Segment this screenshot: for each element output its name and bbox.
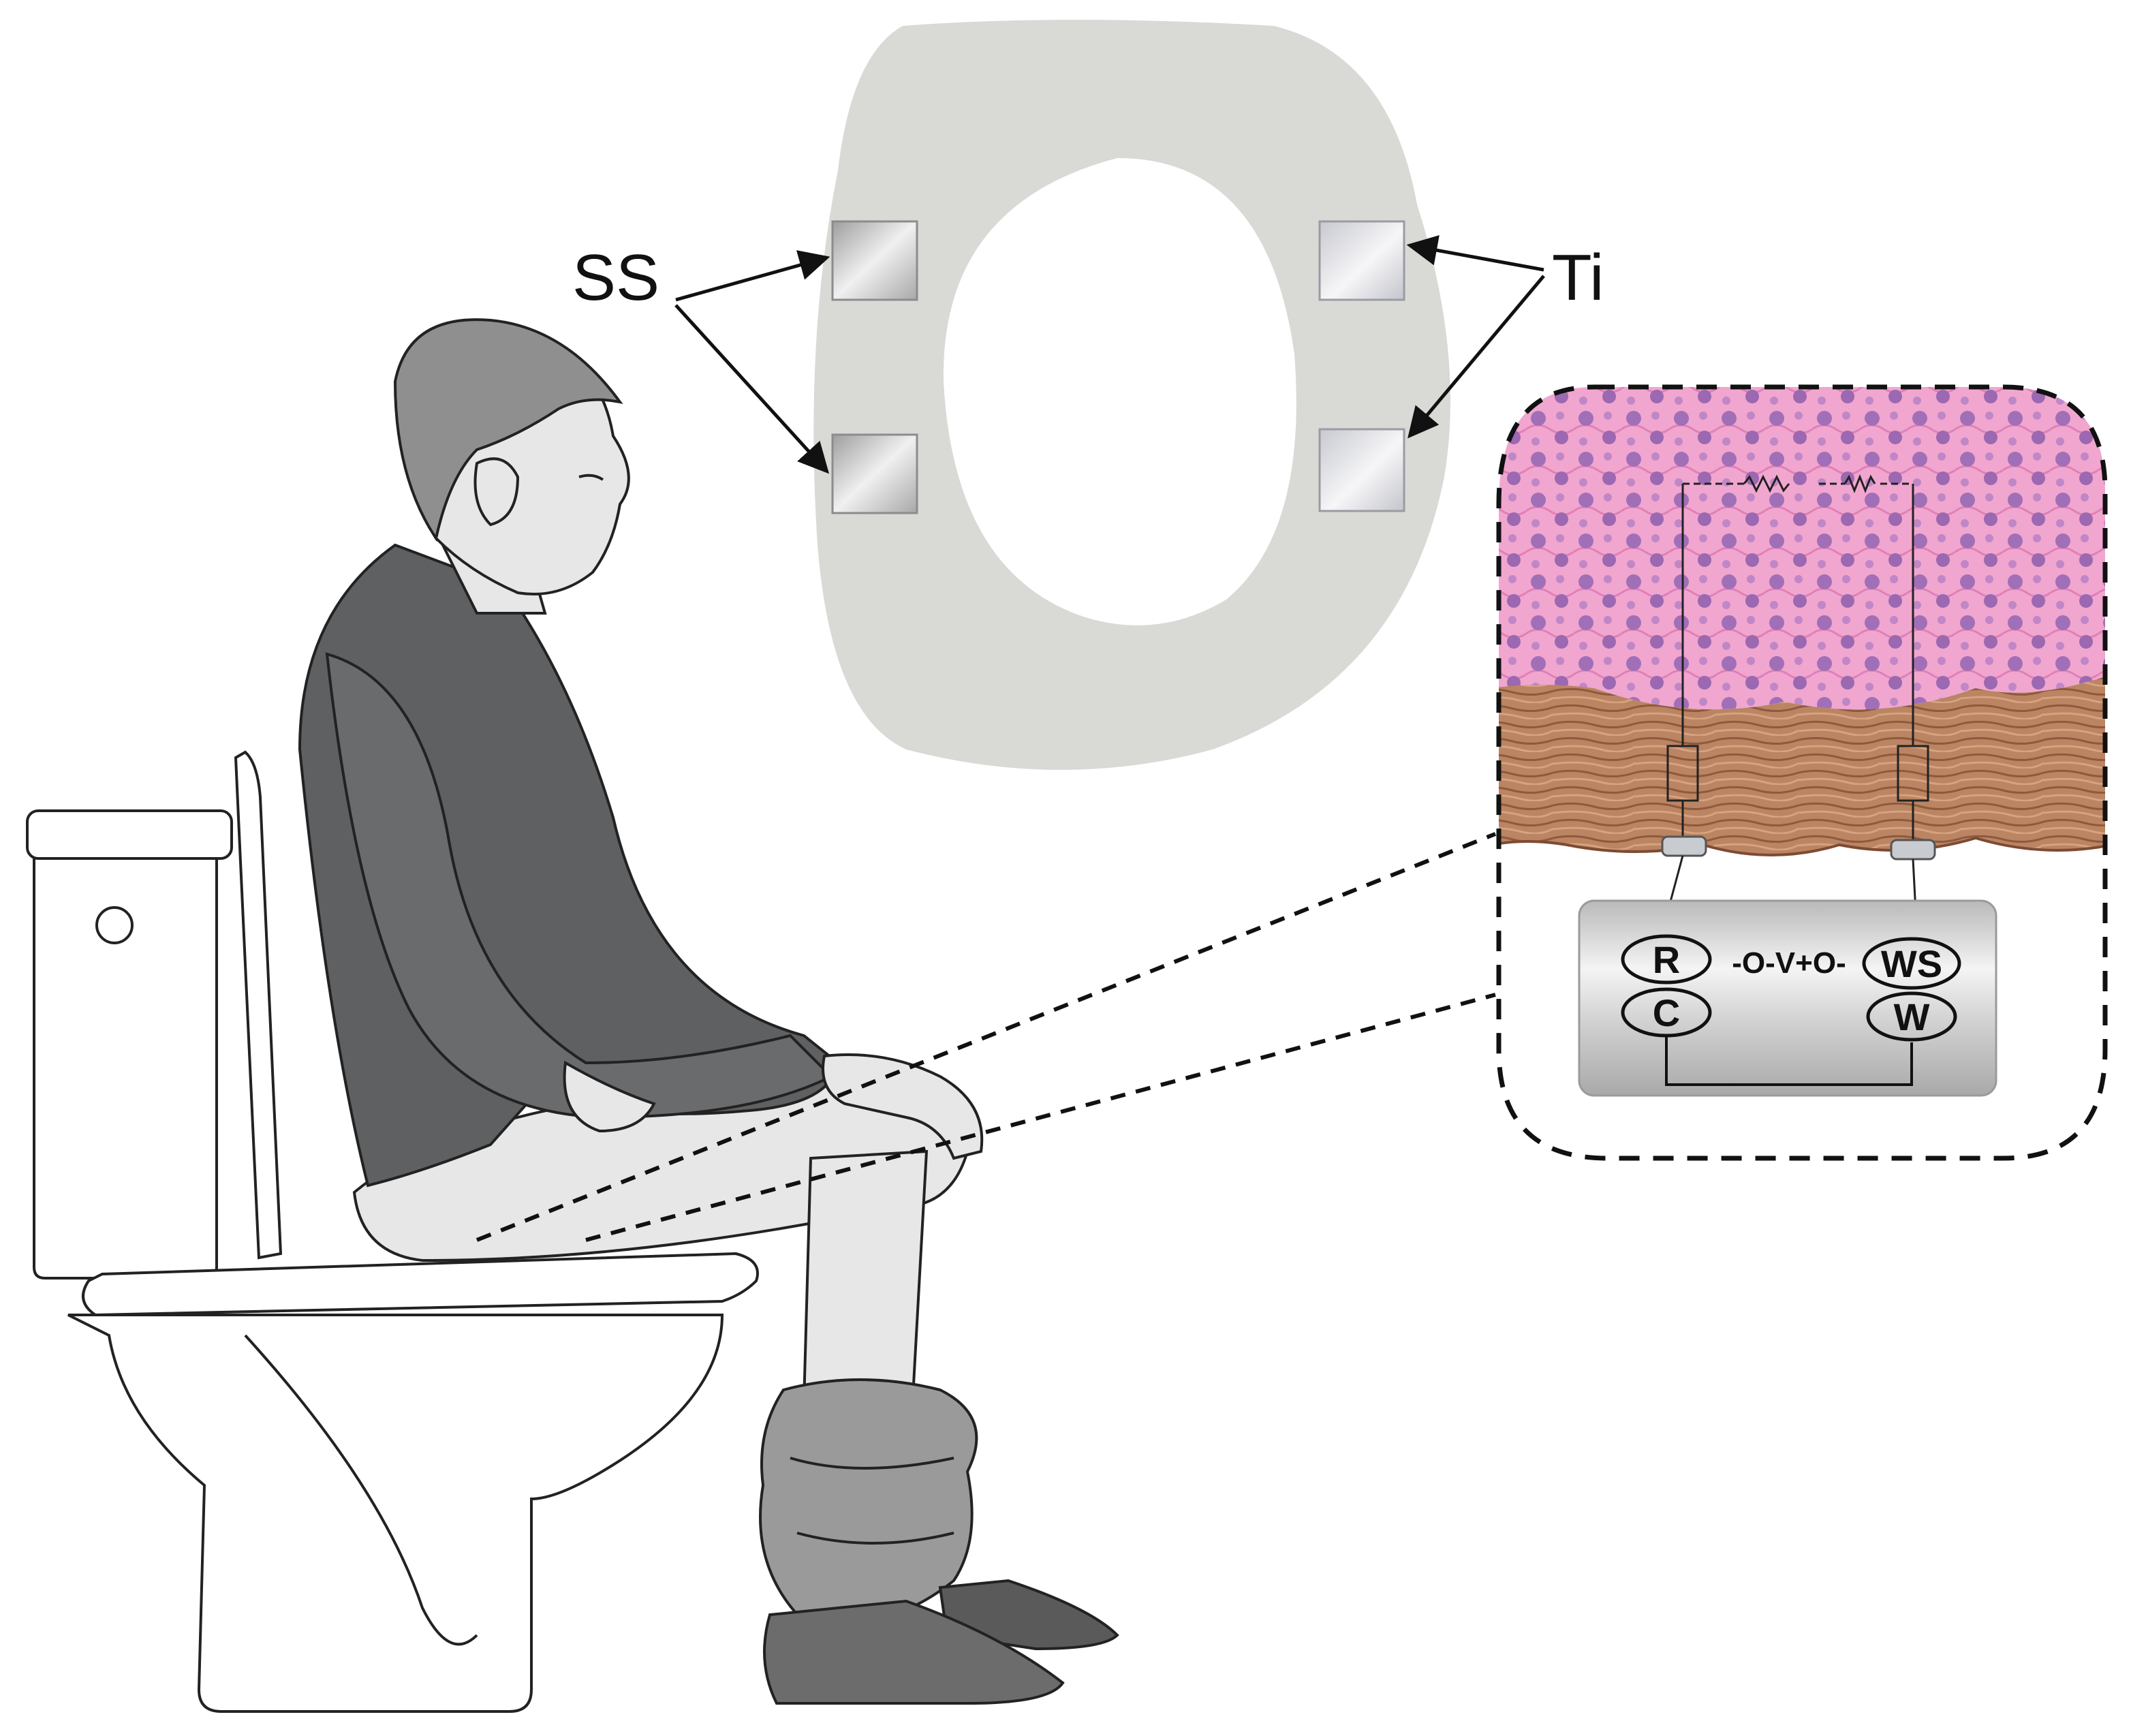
electrode-button-left xyxy=(1661,835,1707,857)
ss-label: SS xyxy=(572,241,659,314)
seated-person xyxy=(298,318,1119,1705)
toilet xyxy=(26,750,759,1713)
toilet-backrest xyxy=(234,750,283,1260)
ear xyxy=(473,457,520,527)
hair xyxy=(393,318,623,542)
electrode-button-right xyxy=(1890,839,1936,861)
projection-lines xyxy=(476,832,1497,1242)
label-c: C xyxy=(1653,991,1680,1034)
toilet-seat-side xyxy=(82,1252,759,1317)
eye-icon xyxy=(578,474,604,481)
ti-electrode-lower xyxy=(1318,428,1405,512)
label-w: W xyxy=(1894,995,1930,1038)
epithelium-layer xyxy=(1499,387,2105,710)
seat-ring xyxy=(813,20,1450,770)
ti-label: Ti xyxy=(1552,241,1604,314)
ss-arrow-upper xyxy=(675,250,830,302)
projection-line-lower xyxy=(585,993,1496,1242)
muscle-edge xyxy=(1499,836,2105,856)
device-return-wire xyxy=(1665,1036,1913,1086)
ss-electrode-lower xyxy=(831,433,918,514)
muscle-layer xyxy=(1499,675,2105,855)
electrode-labels: SS Ti xyxy=(572,235,1604,474)
tissue-inset: R C WS W -O-V+O- xyxy=(1496,384,2108,1161)
ti-arrow-lower xyxy=(1407,275,1545,439)
oval-w xyxy=(1866,991,1957,1042)
pants-fold-2 xyxy=(796,1532,954,1545)
label-ws: WS xyxy=(1881,942,1942,985)
toilet-tank-lid xyxy=(26,809,233,860)
projection-line-upper xyxy=(476,832,1497,1242)
toilet-bowl xyxy=(67,1314,724,1713)
bowl-curve-line xyxy=(244,1334,478,1646)
potentiostat-device: R C WS W -O-V+O- xyxy=(1578,899,1997,1097)
shoe-back xyxy=(938,1579,1119,1651)
shoe-front xyxy=(763,1599,1065,1705)
device-body xyxy=(1578,899,1997,1097)
inset-border xyxy=(1496,384,2108,1161)
resistor-symbol-1 xyxy=(1743,474,1790,493)
pants-fold-1 xyxy=(790,1457,954,1470)
ti-arrow-upper xyxy=(1406,235,1544,272)
resistor-symbol-2 xyxy=(1844,474,1876,494)
tissue-circuit xyxy=(1666,474,1929,841)
ss-electrode-upper xyxy=(831,220,918,301)
bunched-pants xyxy=(759,1378,978,1626)
label-r: R xyxy=(1653,938,1680,981)
lower-leg xyxy=(802,1149,929,1406)
cuff-hand xyxy=(563,1060,656,1133)
oval-r xyxy=(1621,934,1712,985)
flush-button-icon xyxy=(95,906,134,944)
toilet-seat-top-view xyxy=(813,20,1450,770)
ss-arrow-lower xyxy=(674,304,830,474)
ti-electrode-upper xyxy=(1318,220,1405,301)
voltage-label: -O-V+O- xyxy=(1732,946,1846,980)
hand xyxy=(822,1053,984,1160)
oval-ws xyxy=(1862,937,1961,990)
